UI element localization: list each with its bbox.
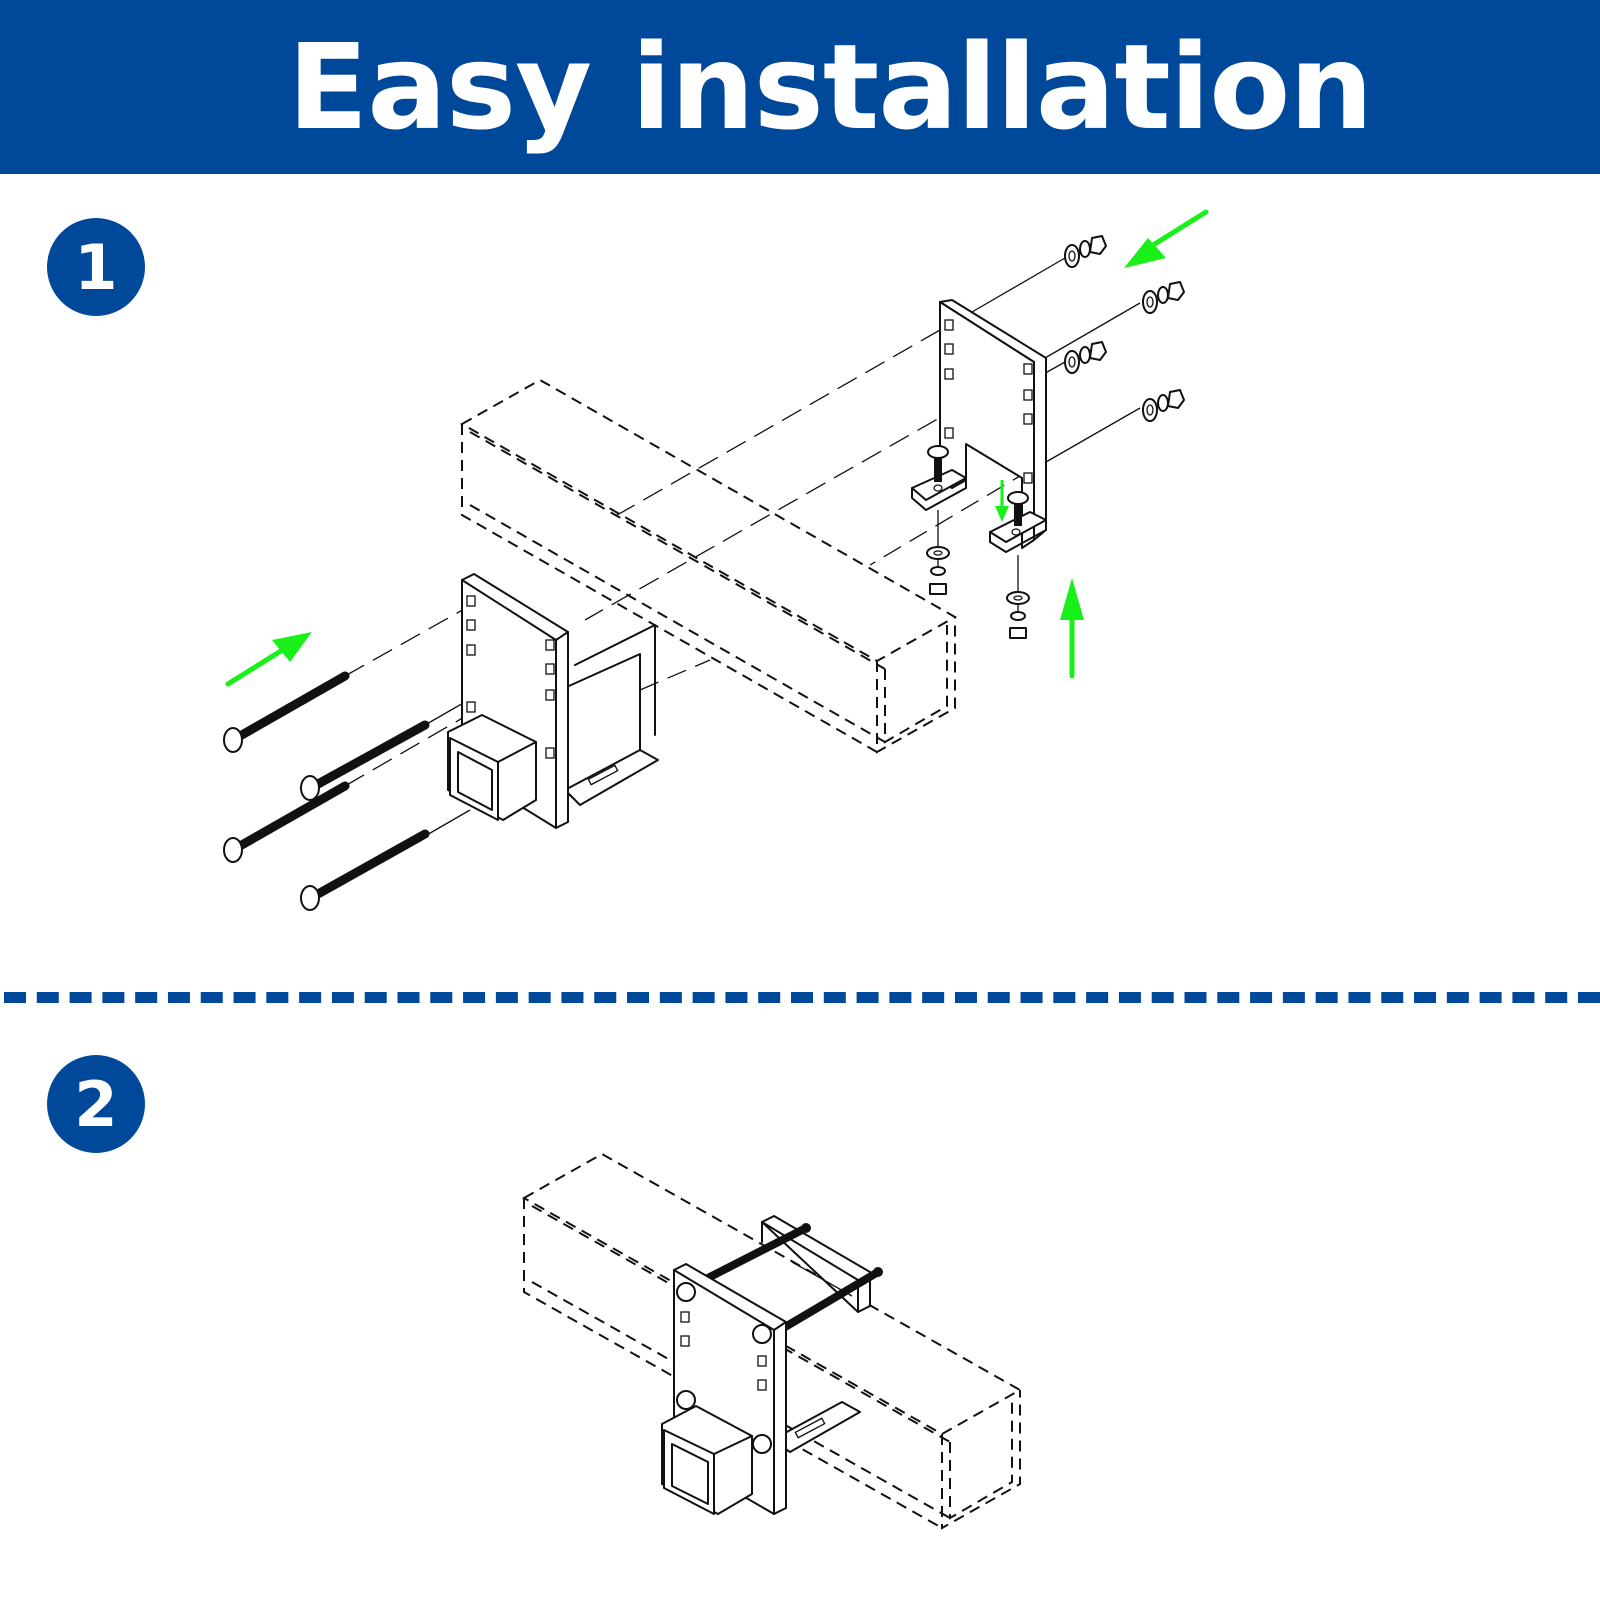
rear-plate [761, 1215, 871, 1313]
washers-and-nuts [1064, 235, 1185, 422]
long-bolts [223, 671, 430, 911]
section-divider [4, 992, 1600, 1003]
step-1-badge: 1 [47, 218, 145, 316]
page-title: Easy installation [287, 18, 1374, 156]
short-bolts [926, 445, 1030, 639]
assembled-bolts [698, 1223, 883, 1334]
rear-bracket [911, 299, 1047, 553]
frame-rail-dashed [459, 378, 958, 754]
step-2-badge: 2 [47, 1055, 145, 1153]
receiver-plate [447, 573, 659, 829]
receiver-plate [661, 1263, 861, 1515]
direction-arrows [225, 209, 1209, 687]
header-banner: Easy installation [0, 0, 1600, 174]
